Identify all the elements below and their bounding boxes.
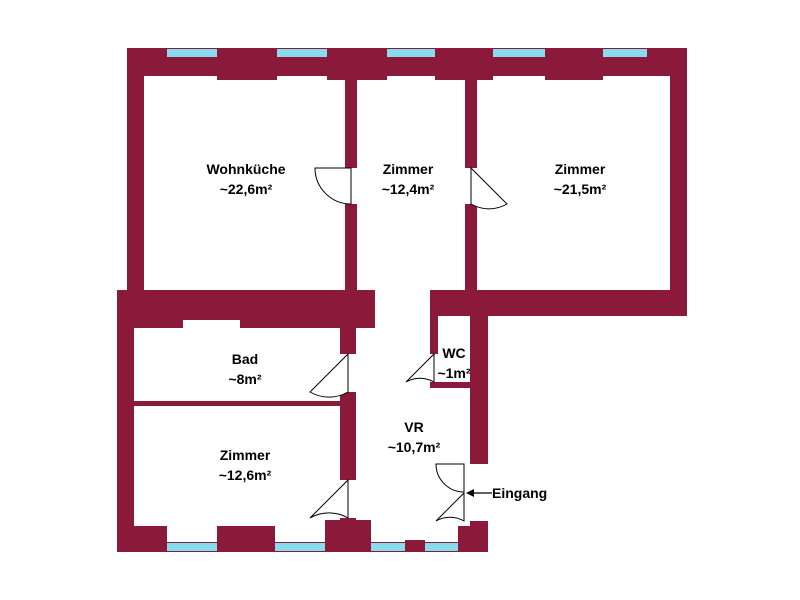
- wall-left-lower: [117, 290, 134, 552]
- windows: [167, 49, 647, 551]
- wall-pier: [217, 526, 275, 542]
- walls: [117, 48, 687, 552]
- room-labels: Wohnküche ~22,6m² Zimmer ~12,4m² Zimmer …: [206, 161, 606, 483]
- window: [493, 49, 545, 57]
- wall-wc-left: [430, 316, 438, 354]
- room-name-zimmer-2: Zimmer: [555, 161, 606, 177]
- door-bad: [309, 352, 349, 398]
- wall-inner-2b: [465, 204, 477, 292]
- room-name-vr: VR: [404, 419, 423, 435]
- room-area-wc: ~1m²: [437, 365, 470, 381]
- wall-right-upper: [670, 48, 687, 316]
- wall-vr-left-1: [340, 316, 356, 354]
- wall-pier: [217, 76, 277, 80]
- room-name-wc: WC: [442, 345, 465, 361]
- wall-pier: [545, 76, 603, 80]
- wall-pier: [117, 526, 167, 542]
- wall-pier: [458, 526, 488, 542]
- door-entrance-1: [435, 463, 465, 493]
- wall-pier: [325, 520, 371, 542]
- wall-right-lower: [470, 316, 488, 464]
- window: [167, 543, 217, 551]
- wall-wc-bottom: [430, 382, 478, 388]
- window: [387, 49, 435, 57]
- room-name-zimmer-3: Zimmer: [220, 447, 271, 463]
- door-wohnkueche: [314, 167, 352, 205]
- room-name-zimmer-1: Zimmer: [383, 161, 434, 177]
- room-area-zimmer-3: ~12,6m²: [219, 467, 272, 483]
- wall-pier: [435, 76, 493, 80]
- arrow-left-icon: [466, 489, 492, 497]
- room-area-bad: ~8m²: [228, 371, 261, 387]
- door-entrance-2: [435, 491, 465, 522]
- wall-mid-left: [117, 290, 375, 320]
- doors: [309, 166, 508, 522]
- window: [371, 543, 405, 551]
- window: [603, 49, 647, 57]
- window: [167, 49, 217, 57]
- entrance-marker: Eingang: [466, 485, 547, 501]
- wall-bad-zimmer: [134, 401, 354, 406]
- room-area-vr: ~10,7m²: [388, 439, 441, 455]
- room-name-bad: Bad: [232, 351, 258, 367]
- room-area-zimmer-1: ~12,4m²: [382, 181, 435, 197]
- window: [425, 543, 458, 551]
- entrance-label: Eingang: [492, 485, 547, 501]
- wall-pier: [405, 540, 425, 544]
- room-name-wohnkueche: Wohnküche: [206, 161, 285, 177]
- window: [277, 49, 327, 57]
- door-zimmer-2: [470, 166, 508, 210]
- wall-inner-1: [345, 76, 357, 168]
- room-area-wohnkueche: ~22,6m²: [220, 181, 273, 197]
- wall-vr-left-2: [340, 392, 356, 480]
- wall-inner-1b: [345, 204, 357, 292]
- wall-left-upper: [127, 48, 144, 292]
- room-area-zimmer-2: ~21,5m²: [554, 181, 607, 197]
- door-wc: [405, 352, 435, 383]
- door-zimmer-3: [309, 478, 349, 519]
- wall-mid-right: [430, 290, 687, 316]
- wall-inner-2: [465, 76, 477, 168]
- window: [275, 543, 325, 551]
